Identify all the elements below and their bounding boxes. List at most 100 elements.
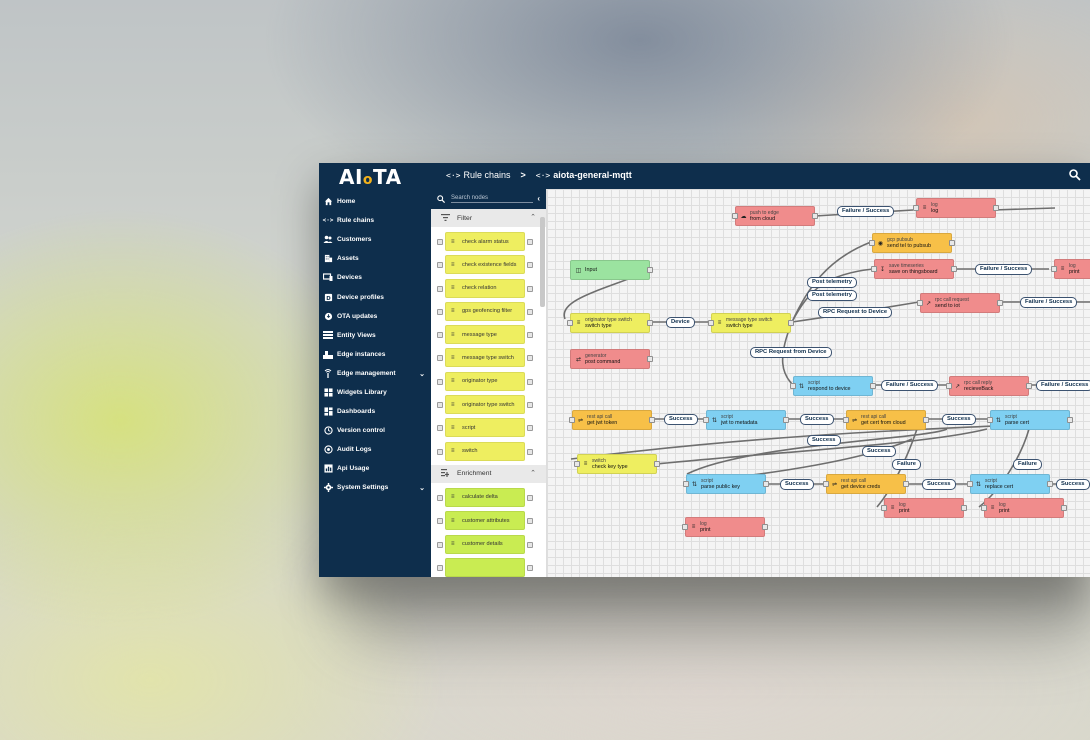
connection-label[interactable]: Success bbox=[807, 435, 841, 446]
connection-label[interactable]: RPC Request from Device bbox=[750, 347, 832, 358]
palette-enrichment-list: ≡calculate delta ≡customer attributes ≡c… bbox=[431, 483, 546, 577]
sidebar-item-devices[interactable]: Devices bbox=[319, 268, 431, 287]
palette-node[interactable]: ≡originator type switch bbox=[437, 395, 533, 415]
chevron-up-icon[interactable]: ⌃ bbox=[530, 214, 536, 221]
sidebar-item-widgets-library[interactable]: Widgets Library bbox=[319, 383, 431, 402]
rule-node[interactable]: ◫ Input bbox=[570, 260, 653, 280]
cloud-icon: ☁ bbox=[740, 213, 747, 220]
widgets-icon bbox=[323, 387, 333, 397]
palette-section-enrichment[interactable]: Enrichment ⌃ bbox=[431, 464, 546, 483]
sidebar-item-device-profiles[interactable]: D Device profiles bbox=[319, 287, 431, 306]
palette-node[interactable] bbox=[437, 557, 533, 577]
connection-label[interactable]: Success bbox=[664, 414, 698, 425]
palette-node[interactable]: ≡script bbox=[437, 418, 533, 438]
app-logo[interactable]: AIoTA bbox=[339, 165, 402, 189]
palette-scrollbar[interactable] bbox=[540, 217, 545, 307]
chevron-up-icon[interactable]: ⌃ bbox=[530, 469, 536, 477]
filter-icon: ≡ bbox=[451, 238, 455, 245]
palette-node[interactable]: ≡switch bbox=[437, 441, 533, 461]
sidebar: Home <·> Rule chains Customers Assets De… bbox=[319, 189, 431, 577]
palette-node[interactable]: ≡gps geofencing filter bbox=[437, 301, 533, 321]
palette-node[interactable]: ≡message type switch bbox=[437, 348, 533, 368]
connection-label[interactable]: Device bbox=[666, 317, 695, 328]
connection-label[interactable]: Failure bbox=[1013, 459, 1043, 470]
connection-label[interactable]: Post telemetry bbox=[807, 290, 857, 301]
breadcrumb-root[interactable]: Rule chains bbox=[463, 170, 511, 180]
dashboard-icon bbox=[323, 407, 333, 417]
connection-label[interactable]: Failure / Success bbox=[1020, 297, 1078, 308]
history-icon bbox=[323, 426, 333, 436]
palette-node[interactable]: ≡originator type bbox=[437, 371, 533, 391]
sidebar-item-customers[interactable]: Customers bbox=[319, 230, 431, 249]
palette-node[interactable]: ≡calculate delta bbox=[437, 487, 533, 507]
palette-node[interactable]: ≡check existence fields bbox=[437, 255, 533, 275]
search-icon bbox=[437, 195, 445, 203]
sidebar-item-system-settings[interactable]: System Settings ⌄ bbox=[319, 478, 431, 497]
connection-label[interactable]: Failure / Success bbox=[1036, 380, 1090, 391]
palette-node[interactable]: ≡check relation bbox=[437, 278, 533, 298]
connection-label[interactable]: Success bbox=[942, 414, 976, 425]
sidebar-item-ota-updates[interactable]: OTA updates bbox=[319, 307, 431, 326]
connection-label[interactable]: Failure bbox=[892, 459, 922, 470]
connection-label[interactable]: Failure / Success bbox=[881, 380, 939, 391]
connection-label[interactable]: Success bbox=[800, 414, 834, 425]
connection-label[interactable]: RPC Request to Device bbox=[818, 307, 893, 318]
sidebar-item-api-usage[interactable]: Api Usage bbox=[319, 459, 431, 478]
sidebar-item-edge-instances[interactable]: Edge instances bbox=[319, 345, 431, 364]
palette-section-filter[interactable]: Filter ⌃ bbox=[431, 209, 546, 227]
sidebar-item-version-control[interactable]: Version control bbox=[319, 421, 431, 440]
palette-node[interactable]: ≡check alarm status bbox=[437, 232, 533, 251]
shuffle-icon: ⇄ bbox=[575, 356, 582, 363]
palette-node[interactable]: ≡customer attributes bbox=[437, 511, 533, 531]
sidebar-item-assets[interactable]: Assets bbox=[319, 249, 431, 268]
sidebar-item-home[interactable]: Home bbox=[319, 192, 431, 211]
connection-label[interactable]: Success bbox=[862, 446, 896, 457]
list-icon bbox=[323, 330, 333, 340]
sidebar-item-label: Devices bbox=[337, 274, 362, 282]
search-icon[interactable] bbox=[1068, 168, 1082, 182]
connection-label[interactable]: Post telemetry bbox=[807, 277, 857, 288]
chevron-down-icon[interactable]: ⌄ bbox=[419, 370, 425, 378]
connection-label[interactable]: Failure / Success bbox=[837, 206, 895, 217]
connection-label[interactable]: Success bbox=[1056, 479, 1090, 490]
sidebar-item-dashboards[interactable]: Dashboards bbox=[319, 402, 431, 421]
search-nodes-input[interactable]: Search nodes bbox=[451, 195, 533, 203]
sidebar-item-edge-management[interactable]: Edge management ⌄ bbox=[319, 364, 431, 383]
script-icon: ⇅ bbox=[691, 481, 698, 488]
collapse-palette-icon[interactable]: ‹ bbox=[537, 194, 540, 203]
palette-node[interactable]: ≡customer details bbox=[437, 534, 533, 554]
sidebar-item-audit-logs[interactable]: Audit Logs bbox=[319, 440, 431, 459]
connection-label[interactable]: Success bbox=[922, 479, 956, 490]
connection-label[interactable]: Failure / Success bbox=[975, 264, 1033, 275]
connection-label[interactable]: Success bbox=[780, 479, 814, 490]
sidebar-item-entity-views[interactable]: Entity Views bbox=[319, 326, 431, 345]
filter-icon: ≡ bbox=[717, 320, 722, 326]
sidebar-item-rule-chains[interactable]: <·> Rule chains bbox=[319, 211, 431, 230]
palette-node[interactable]: ≡message type bbox=[437, 325, 533, 345]
chevron-down-icon[interactable]: ⌄ bbox=[419, 485, 425, 493]
code-arrows-icon: <·> bbox=[535, 170, 551, 180]
